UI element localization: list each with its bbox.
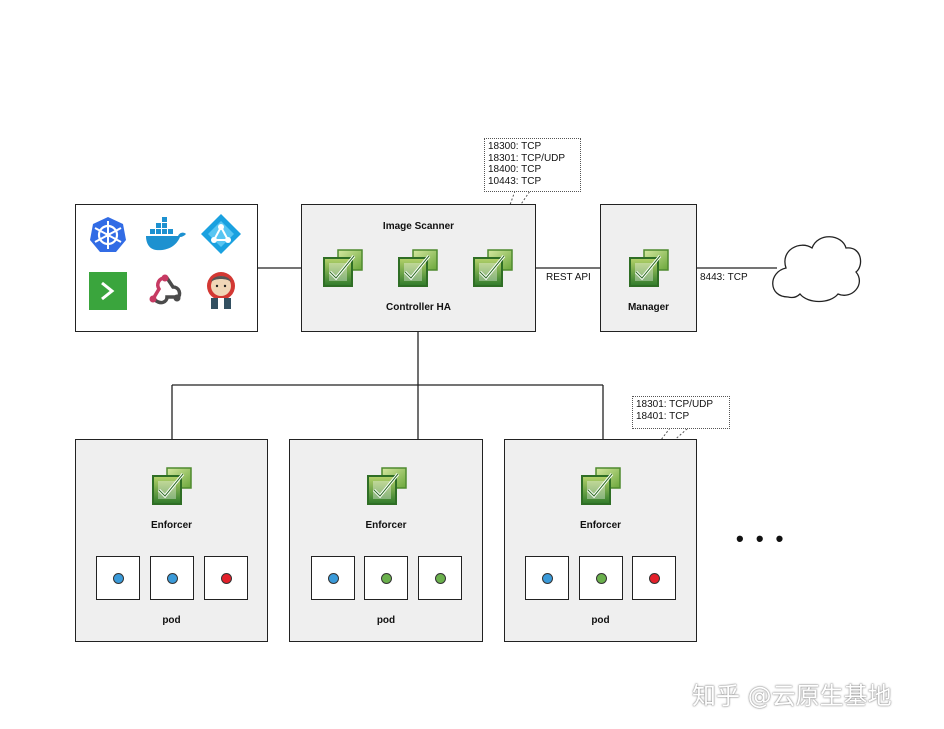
enforcer-label: Enforcer	[150, 520, 193, 531]
neuvector-icon	[470, 248, 516, 290]
neuvector-icon	[578, 466, 624, 508]
pod-status-dot	[113, 573, 124, 584]
neuvector-icon	[395, 248, 441, 290]
pod-cell	[525, 556, 569, 600]
neuvector-icon	[364, 466, 410, 508]
port-line: 18301: TCP/UDP	[636, 399, 714, 410]
pod-status-dot	[221, 573, 232, 584]
neuvector-icon	[320, 248, 366, 290]
port-line: 10443: TCP	[488, 175, 542, 187]
controller-ha-label: Controller HA	[386, 302, 451, 313]
neuvector-icon	[149, 466, 195, 508]
controller-ports-callout: 18300: TCP 18301: TCP/UDP 18400: TCP 104…	[484, 138, 581, 192]
pod-cell	[579, 556, 623, 600]
port-line: 18301: TCP/UDP	[488, 152, 566, 164]
pod-status-dot	[649, 573, 660, 584]
pod-cell	[96, 556, 140, 600]
pod-status-dot	[435, 573, 446, 584]
kubernetes-icon	[90, 217, 126, 252]
webhook-icon	[149, 274, 182, 305]
watermark: 知乎 @云原生基地	[692, 682, 892, 710]
pod-status-dot	[167, 573, 178, 584]
pod-cell	[150, 556, 194, 600]
enforcer-label: Enforcer	[579, 520, 622, 531]
rest-api-label: REST API	[546, 272, 591, 283]
port-line: 18300: TCP	[488, 141, 542, 152]
pod-cell	[364, 556, 408, 600]
enforcer-ports-callout: 18301: TCP/UDP 18401: TCP	[632, 396, 730, 429]
more-nodes-ellipsis: • • •	[736, 526, 787, 551]
jenkins-icon	[207, 272, 235, 309]
neuvector-icon	[626, 248, 672, 290]
cloud-icon	[772, 236, 862, 303]
pod-label: pod	[162, 615, 181, 626]
manager-label: Manager	[627, 302, 670, 313]
azure-ad-icon	[201, 214, 241, 254]
pod-cell	[418, 556, 462, 600]
enforcer-label: Enforcer	[365, 520, 407, 531]
pod-label: pod	[376, 615, 396, 626]
manager-port-label: 8443: TCP	[700, 272, 748, 283]
pod-status-dot	[542, 573, 553, 584]
port-line: 18400: TCP	[488, 164, 542, 175]
pod-cell	[204, 556, 248, 600]
pod-cell	[311, 556, 355, 600]
terminal-icon	[89, 272, 127, 310]
pod-cell	[632, 556, 676, 600]
port-line: 18401: TCP	[636, 410, 690, 422]
docker-icon	[146, 217, 186, 251]
image-scanner-label: Image Scanner	[382, 221, 455, 232]
pod-status-dot	[328, 573, 339, 584]
pod-label: pod	[591, 615, 610, 626]
pod-status-dot	[381, 573, 392, 584]
pod-status-dot	[596, 573, 607, 584]
